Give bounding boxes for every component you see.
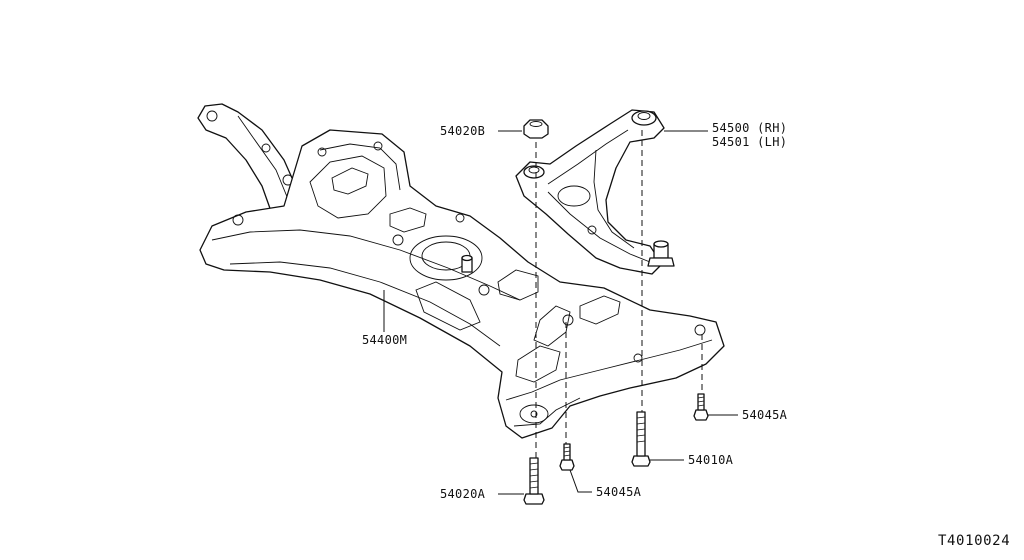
nut-drawing: [523, 119, 549, 139]
diagram-code: T4010024: [938, 533, 1010, 549]
part-label-54020A: 54020A: [440, 487, 486, 501]
part-label-54400M: 54400M: [362, 333, 407, 347]
bolt-54020A-drawing: [523, 457, 545, 505]
bolt-54045A-bottom-drawing: [559, 443, 575, 471]
part-labels: 54020B 54500 (RH) 54501 (LH) 54400M 5404…: [362, 121, 788, 501]
transverse-link-drawing: [515, 109, 675, 275]
suspension-member-drawing: [197, 103, 725, 439]
part-label-54020B: 54020B: [440, 124, 485, 138]
bolt-54045A-right-drawing: [693, 393, 709, 421]
part-label-54500: 54500 (RH): [712, 121, 787, 135]
part-label-54010A: 54010A: [688, 453, 734, 467]
bolt-54010A-drawing: [631, 411, 651, 467]
part-label-54045A-right: 54045A: [742, 408, 788, 422]
part-label-54045A-bottom: 54045A: [596, 485, 642, 499]
part-label-54501: 54501 (LH): [712, 135, 787, 149]
alignment-lines: [535, 130, 703, 458]
leader-lines: [383, 130, 738, 495]
